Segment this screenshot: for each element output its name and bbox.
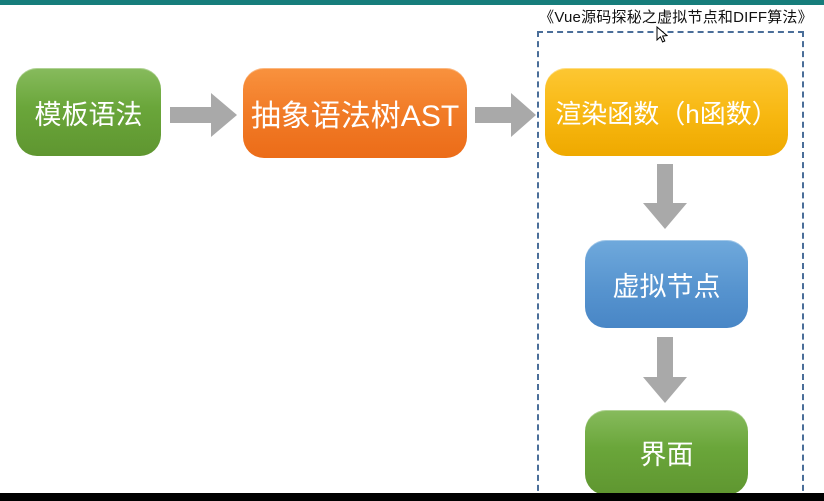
node-template-syntax: 模板语法 [16,68,161,156]
down-arrow-icon [643,337,687,403]
dashed-group-outline [537,31,804,501]
right-arrow-icon [475,93,536,137]
down-arrow-icon [643,164,687,229]
node-ast: 抽象语法树AST [243,68,467,158]
node-render-function: 渲染函数（h函数） [545,68,788,156]
right-arrow-icon [170,93,237,137]
node-virtual-node: 虚拟节点 [585,240,748,328]
window-top-edge [0,0,824,5]
letterbox-bottom-bar [0,493,824,501]
mouse-cursor-icon [656,26,668,43]
annotation-title: 《Vue源码探秘之虚拟节点和DIFF算法》 [539,9,813,26]
node-ui: 界面 [585,410,748,495]
